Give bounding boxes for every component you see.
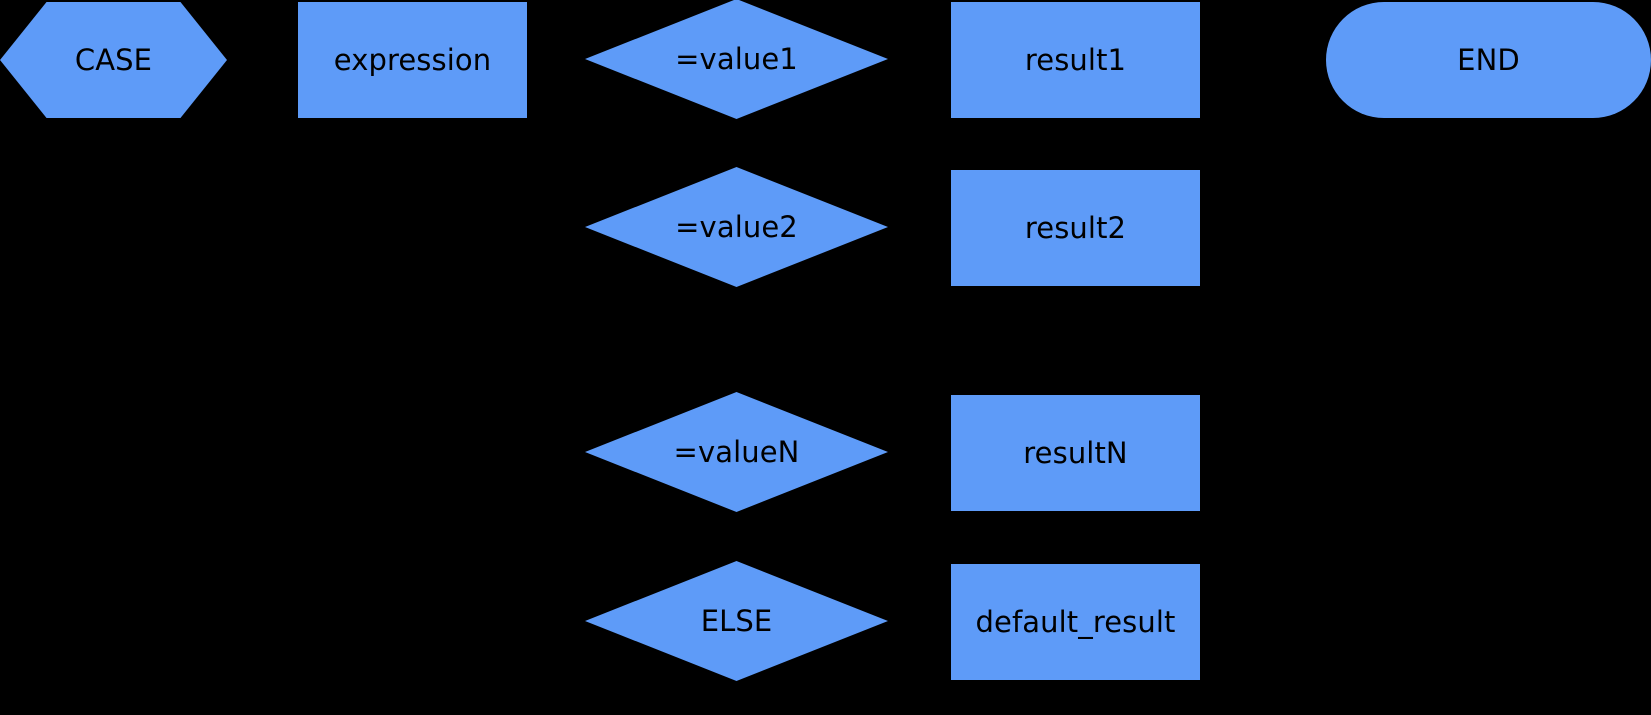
flowchart-node-label-end: END	[1457, 42, 1520, 77]
flowchart-node-valueN[interactable]: =valueN	[585, 392, 888, 512]
flowchart-node-label-result2: result2	[1024, 210, 1127, 245]
flowchart-node-result2[interactable]: result2	[951, 170, 1200, 286]
flowchart-node-value1[interactable]: =value1	[585, 0, 888, 119]
flowchart-node-label-else: ELSE	[700, 603, 773, 638]
flowchart-node-value2[interactable]: =value2	[585, 167, 888, 287]
flowchart-node-label-expression: expression	[333, 42, 492, 77]
flowchart-node-else[interactable]: ELSE	[585, 561, 888, 681]
flowchart-node-resultN[interactable]: resultN	[951, 395, 1200, 511]
flowchart-node-label-case: CASE	[74, 42, 153, 77]
flowchart-node-label-default_result: default_result	[975, 604, 1176, 639]
flowchart-node-label-resultN: resultN	[1023, 435, 1128, 470]
flowchart-node-label-value1: =value1	[675, 41, 798, 76]
flowchart-node-label-result1: result1	[1024, 42, 1127, 77]
flowchart-node-end[interactable]: END	[1326, 2, 1651, 118]
flowchart-node-expression[interactable]: expression	[298, 2, 527, 118]
flowchart-node-case[interactable]: CASE	[0, 2, 227, 118]
flowchart-node-label-value2: =value2	[675, 209, 798, 244]
flowchart-node-default_result[interactable]: default_result	[951, 564, 1200, 680]
flowchart-node-label-valueN: =valueN	[673, 434, 800, 469]
flowchart-node-result1[interactable]: result1	[951, 2, 1200, 118]
